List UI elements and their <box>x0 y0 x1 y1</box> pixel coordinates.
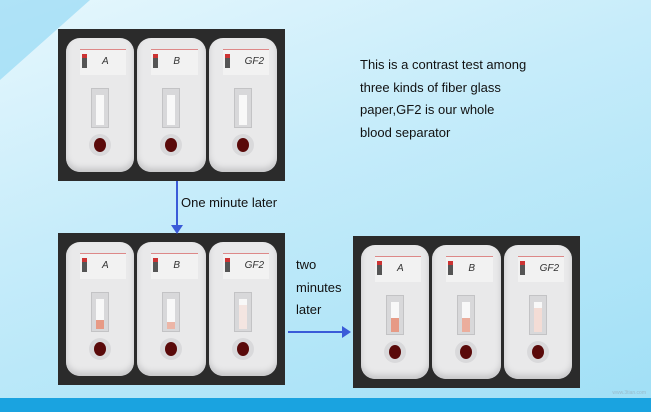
cassette-a: A <box>66 242 135 376</box>
description-line: This is a contrast test among <box>360 57 527 72</box>
blood-drop <box>94 342 107 356</box>
watermark: www.3tian.com <box>612 390 646 396</box>
right-arrow-icon <box>288 326 351 338</box>
cassette-label: B <box>173 260 180 271</box>
cassette-b: B <box>137 38 206 172</box>
cassette-label: GF2 <box>244 56 265 67</box>
cassette-label: A <box>102 56 109 67</box>
two-minutes-label: two minutes later <box>296 254 342 322</box>
description-line: three kinds of fiber glass <box>360 79 501 95</box>
right-margin <box>651 0 666 412</box>
cassette-label: B <box>468 263 475 274</box>
description-line: blood separator <box>360 124 451 140</box>
one-minute-label: One minute later <box>181 195 278 210</box>
bottom-bar <box>0 398 651 412</box>
blood-drop <box>460 345 473 359</box>
blood-drop <box>165 138 178 152</box>
cassette-gf2: GF2 <box>208 38 277 172</box>
description-line: paper,GF2 is our whole <box>360 102 495 117</box>
blood-drop <box>531 345 544 359</box>
label-line: minutes <box>296 279 342 295</box>
cassette-label: A <box>102 260 109 271</box>
blood-drop <box>94 138 107 152</box>
cassette-label: B <box>173 56 180 67</box>
label-line: two <box>296 257 317 272</box>
photo-one-minute: A B GF2 <box>58 233 285 385</box>
blood-drop <box>165 342 178 356</box>
photo-two-minutes: A B GF2 <box>353 236 580 388</box>
blood-drop <box>236 342 249 356</box>
blood-drop <box>389 345 402 359</box>
cassette-gf2: GF2 <box>503 245 572 379</box>
label-line: later <box>296 302 322 317</box>
photo-initial: A B GF2 <box>58 29 285 181</box>
down-arrow-icon <box>171 181 183 234</box>
cassette-label: GF2 <box>539 263 560 274</box>
cassette-a: A <box>361 245 430 379</box>
cassette-b: B <box>137 242 206 376</box>
blood-drop <box>236 138 249 152</box>
cassette-b: B <box>432 245 501 379</box>
cassette-a: A <box>66 38 135 172</box>
cassette-gf2: GF2 <box>208 242 277 376</box>
description-text: This is a contrast test among three kind… <box>360 54 526 144</box>
cassette-label: GF2 <box>244 260 265 271</box>
cassette-label: A <box>397 263 404 274</box>
